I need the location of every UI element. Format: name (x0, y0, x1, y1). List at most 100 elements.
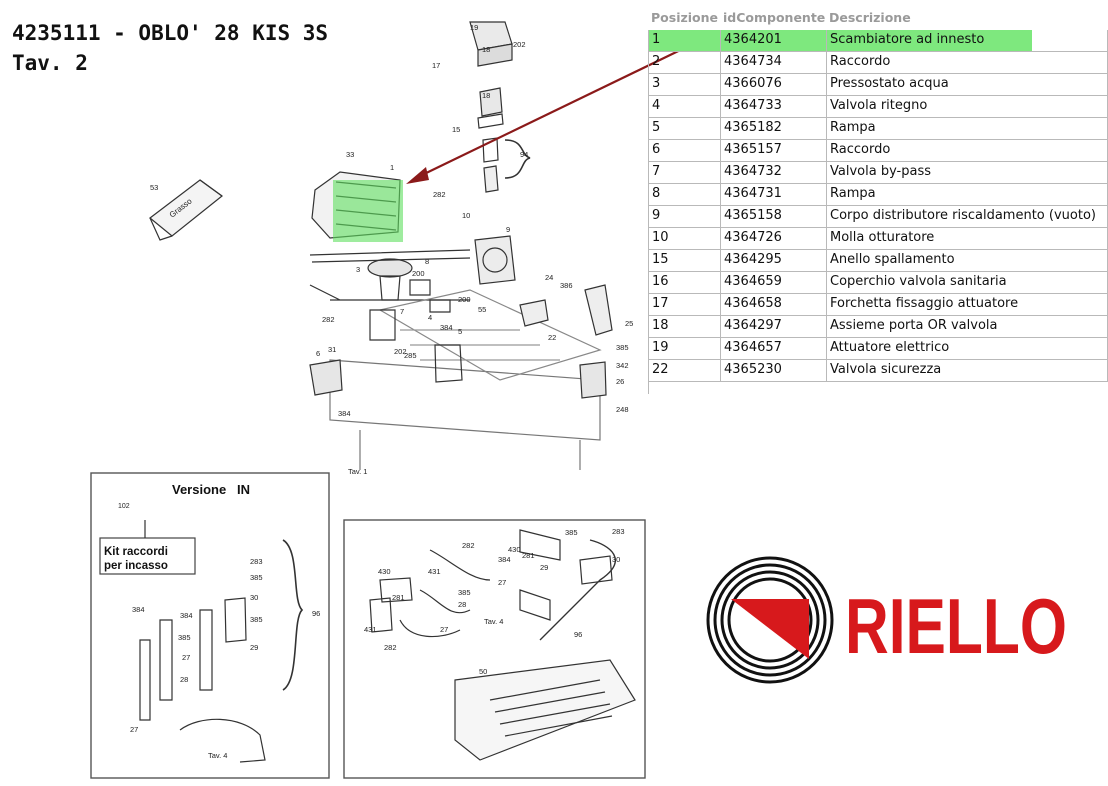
cell-position: 4 (648, 96, 720, 117)
logo-wordmark: RIELLO (845, 582, 1067, 670)
callout-number: 285 (404, 351, 417, 360)
kit-callout-number: 102 (118, 503, 130, 510)
callout-number: 385 (250, 573, 263, 582)
callout-number: 8 (425, 257, 429, 266)
version-in-panel (90, 472, 330, 779)
callout-number: 430 (378, 567, 391, 576)
kit-label-line2: per incasso (104, 560, 168, 572)
col-header-id: idComponente (723, 10, 826, 25)
callout-number: Tav. 4 (484, 617, 503, 626)
cell-position: 16 (648, 272, 720, 293)
callout-number: 6 (316, 349, 320, 358)
callout-number: 281 (522, 551, 535, 560)
callout-number: 431 (364, 625, 377, 634)
callout-number: 28 (180, 675, 188, 684)
callout-number: 3 (356, 265, 360, 274)
callout-number: 385 (178, 633, 191, 642)
cell-id: 4364733 (720, 96, 826, 117)
cell-id: 4364297 (720, 316, 826, 337)
callout-number: 31 (328, 345, 336, 354)
callout-number: 282 (433, 190, 446, 199)
table-header: Posizione idComponente Descrizione (648, 8, 1108, 30)
logo-mark-icon (731, 599, 809, 659)
cell-description: Scambiatore ad innesto (826, 30, 1108, 51)
callout-number: 385 (565, 528, 578, 537)
cell-id: 4364295 (720, 250, 826, 271)
callout-number: 281 (392, 593, 405, 602)
cell-id: 4364657 (720, 338, 826, 359)
callout-number: 1 (390, 163, 394, 172)
callout-number: 30 (250, 593, 258, 602)
cell-id: 4364658 (720, 294, 826, 315)
callout-number: 27 (182, 653, 190, 662)
callout-number: 384 (338, 409, 351, 418)
callout-number: 248 (616, 405, 629, 414)
callout-number: 94 (520, 150, 528, 159)
cell-position: 6 (648, 140, 720, 161)
cell-id: 4364734 (720, 52, 826, 73)
callout-number: 27 (440, 625, 448, 634)
callout-number: 385 (458, 588, 471, 597)
callout-number: 200 (412, 269, 425, 278)
title-line-table: Tav. 2 (12, 51, 88, 75)
callout-number: 29 (540, 563, 548, 572)
callout-number: 18 (482, 45, 490, 54)
cell-description: Assieme porta OR valvola (826, 316, 1108, 337)
kit-connectors-panel (343, 519, 646, 779)
callout-number: 50 (479, 667, 487, 676)
cell-id: 4364732 (720, 162, 826, 183)
cell-position: 15 (648, 250, 720, 271)
cell-position: 18 (648, 316, 720, 337)
cell-position: 2 (648, 52, 720, 73)
cell-description: Raccordo (826, 52, 1108, 73)
cell-id: 4364201 (720, 30, 826, 51)
callout-number: 26 (616, 377, 624, 386)
cell-description: Rampa (826, 118, 1108, 139)
callout-number: 18 (482, 91, 490, 100)
cell-position: 7 (648, 162, 720, 183)
cell-description: Valvola by-pass (826, 162, 1108, 183)
version-title: Versione IN (172, 482, 250, 497)
cell-id: 4364731 (720, 184, 826, 205)
cell-id: 4365157 (720, 140, 826, 161)
callout-number: 282 (384, 643, 397, 652)
callout-number: 4 (428, 313, 432, 322)
callout-number: 385 (250, 615, 263, 624)
cell-position: 19 (648, 338, 720, 359)
callout-number: 202 (394, 347, 407, 356)
kit-label-line1: Kit raccordi (104, 546, 168, 558)
callout-number: 342 (616, 361, 629, 370)
cell-id: 4364659 (720, 272, 826, 293)
callout-number: 96 (312, 609, 320, 618)
callout-number: 25 (625, 319, 633, 328)
callout-number: 282 (462, 541, 475, 550)
cell-description: Valvola sicurezza (826, 360, 1108, 381)
callout-number: 55 (478, 305, 486, 314)
cell-position: 22 (648, 360, 720, 381)
callout-number: 384 (132, 605, 145, 614)
cell-description: Forchetta fissaggio attuatore (826, 294, 1108, 315)
cell-description: Anello spallamento (826, 250, 1108, 271)
cell-description: Molla otturatore (826, 228, 1108, 249)
callout-number: 430 (508, 545, 521, 554)
callout-number: 386 (560, 281, 573, 290)
callout-number: Tav. 1 (348, 467, 367, 476)
callout-number: 385 (616, 343, 629, 352)
